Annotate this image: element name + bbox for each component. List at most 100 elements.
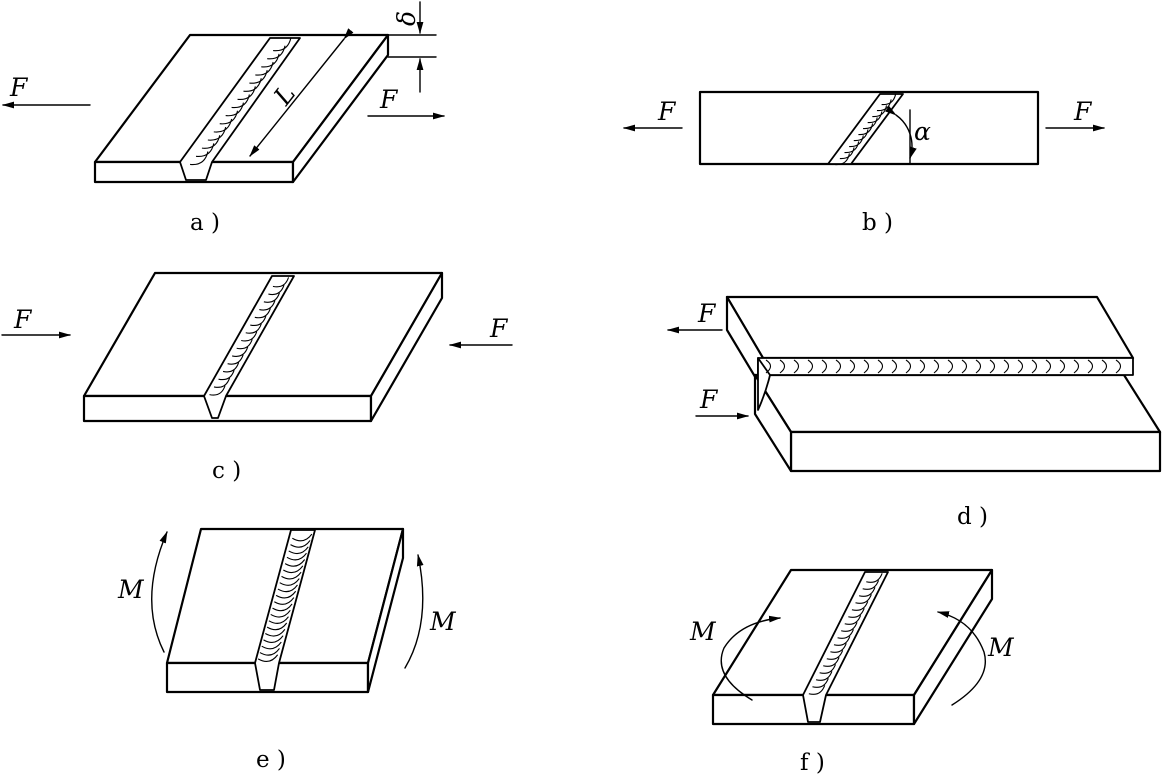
weld-ripple <box>807 359 814 374</box>
weld-ripple <box>841 622 858 632</box>
force-label-d-bottom: F <box>699 385 719 414</box>
force-label-d-top: F <box>697 299 717 328</box>
moment-arrow-f-right: M <box>937 611 1015 706</box>
weld-ripple <box>823 657 840 667</box>
moment-label-f-left: M <box>689 617 717 646</box>
weld-ripple <box>1073 359 1080 374</box>
weld-ripple <box>812 678 829 688</box>
weld-ripple <box>257 654 279 663</box>
weld-ripple <box>855 594 872 604</box>
weld-ripple <box>268 284 285 296</box>
thickness-dimension-a: δ <box>387 1 437 93</box>
weld-ripple <box>989 359 996 374</box>
force-arrow-d-top: F <box>667 299 723 334</box>
weld-ripple <box>275 590 297 599</box>
weld-bead-f <box>802 571 889 723</box>
panel-a: L δ F F a ) <box>2 1 445 236</box>
weld-ripple <box>227 354 244 365</box>
plate-f <box>711 568 994 726</box>
weld-ripple <box>1003 359 1010 374</box>
weld-ripple <box>1115 359 1122 374</box>
weld-ripple <box>863 117 878 130</box>
weld-ripple <box>849 359 856 374</box>
weld-ripple <box>1045 359 1052 374</box>
weld-ripple <box>853 129 869 142</box>
weld-ripple <box>213 377 231 388</box>
angle-label: α <box>914 117 931 146</box>
weld-ripple <box>975 359 982 374</box>
weld-ripple <box>236 339 253 350</box>
weld-ripple <box>259 300 276 311</box>
force-label-c-left: F <box>13 305 33 334</box>
weld-ripple <box>819 664 837 674</box>
fillet-weld-d <box>757 357 1134 411</box>
weld-ripple <box>232 346 249 357</box>
force-arrow-c-left: F <box>1 305 71 339</box>
weld-ripple <box>1087 359 1094 374</box>
moment-arrow-f-left: M <box>689 615 781 701</box>
force-arrow-d-bottom: F <box>695 385 749 420</box>
weld-ripple <box>1031 359 1038 374</box>
caption-d: d ) <box>957 504 988 530</box>
caption-a: a ) <box>190 210 220 236</box>
weld-ripple <box>862 580 880 590</box>
weld-ripple <box>826 650 844 660</box>
force-arrow-c-right: F <box>449 314 513 349</box>
weld-ripple <box>272 277 290 288</box>
force-label-a-right: F <box>379 85 399 114</box>
weld-ripple <box>821 359 828 374</box>
weld-ripple <box>815 671 833 681</box>
moment-label-e-right: M <box>429 607 457 636</box>
force-label-a-left: F <box>9 73 29 102</box>
weld-ripple <box>1101 359 1108 374</box>
moment-label-f-right: M <box>987 633 1015 662</box>
weld-ripple <box>250 315 267 326</box>
caption-f: f ) <box>800 750 825 776</box>
weld-ripple <box>279 578 300 586</box>
weld-ripple <box>830 643 847 653</box>
weld-ripple <box>851 601 869 611</box>
weld-ripple <box>1059 359 1066 374</box>
weld-ripple <box>877 359 884 374</box>
moment-arrow-e-right: M <box>404 554 457 669</box>
panel-f: M M f ) <box>689 568 1015 776</box>
thickness-label: δ <box>392 11 421 26</box>
caption-b: b ) <box>862 210 893 236</box>
weld-ripple <box>277 584 298 593</box>
weld-ripple <box>833 636 851 646</box>
weld-ripple <box>837 629 854 639</box>
weld-ripple <box>290 540 311 548</box>
bottom-plate-d <box>753 373 1162 473</box>
panel-e: M M e ) <box>117 527 457 773</box>
top-plate-d <box>725 295 1135 392</box>
caption-c: c ) <box>212 458 241 484</box>
panel-d: F F d ) <box>667 295 1162 530</box>
weld-ripple <box>288 546 309 555</box>
weld-ripple <box>292 533 313 542</box>
weld-ripple <box>222 362 240 373</box>
weld-ripple <box>765 359 772 374</box>
weld-ripple <box>254 308 271 319</box>
weld-ripple <box>866 573 883 583</box>
force-arrow-b-left: F <box>623 97 683 132</box>
weld-ripple <box>808 685 826 695</box>
weld-ripple <box>844 615 862 625</box>
weld-ripple <box>793 359 800 374</box>
weld-ripple <box>858 123 874 136</box>
force-arrow-b-right: F <box>1045 97 1105 132</box>
weld-ripple <box>218 369 235 381</box>
plate-c <box>82 271 444 423</box>
weld-ripple <box>266 622 288 631</box>
force-arrow-a-left: F <box>2 73 91 109</box>
weld-ripple <box>281 571 302 580</box>
weld-ripple <box>844 141 860 154</box>
weld-ripple <box>286 552 307 561</box>
weld-ripple <box>209 385 226 396</box>
weld-ripple <box>263 635 284 643</box>
weld-bead-c <box>203 275 295 419</box>
weld-ripple <box>947 359 954 374</box>
weld-ripple <box>265 629 286 637</box>
panel-c: F F c ) <box>1 271 513 484</box>
weld-ripple <box>270 609 291 618</box>
